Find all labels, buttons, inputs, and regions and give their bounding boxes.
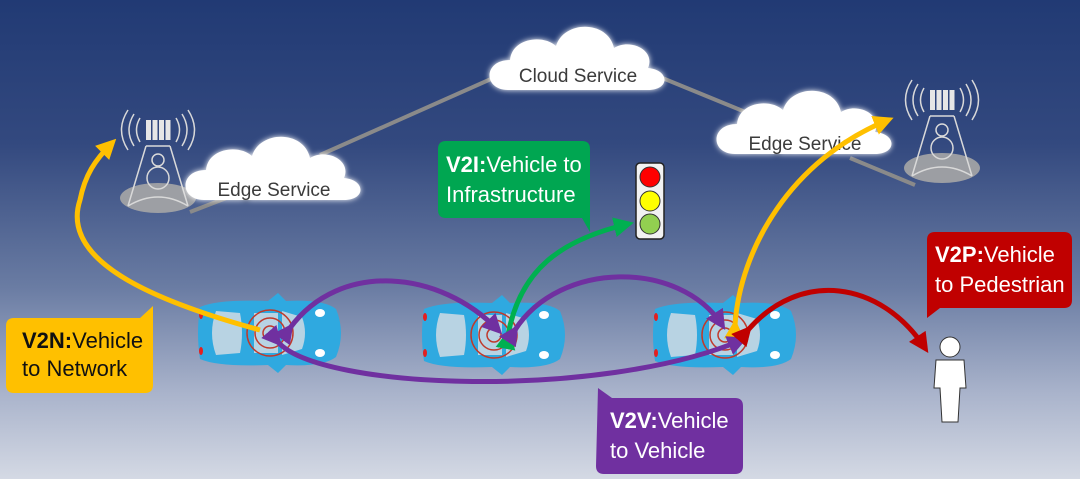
v2n-arrows: [74, 116, 894, 340]
link-cloud-edge-right: [654, 73, 761, 120]
cell-tower-icon: [903, 79, 981, 184]
v2i-bubble-line2: Infrastructure: [446, 182, 576, 207]
traffic-light-yellow: [639, 190, 661, 212]
cloud-service-label: Cloud Service: [519, 66, 637, 87]
v2n-bubble-line2: to Network: [22, 356, 128, 381]
v2v-bubble-line2: to Vehicle: [610, 438, 705, 463]
car-icon: [421, 294, 566, 376]
edge-service-left-node: Edge Service: [185, 136, 361, 201]
v2i-bubble-line1: Vehicle to: [486, 152, 581, 177]
v2v-arrows: [261, 274, 748, 385]
svg-text:V2P:Vehicle: V2P:Vehicle: [935, 242, 1055, 267]
v2p-bubble-line2: to Pedestrian: [935, 272, 1065, 297]
traffic-light-icon: [635, 162, 665, 240]
svg-text:V2V:Vehicle: V2V:Vehicle: [610, 408, 729, 433]
v2p-bubble: V2P:Vehicle to Pedestrian: [927, 232, 1072, 318]
v2n-bubble-line1: Vehicle: [72, 328, 143, 353]
v2p-bubble-code: V2P:: [935, 242, 984, 267]
v2p-bubble-line1: Vehicle: [984, 242, 1055, 267]
edge-service-right-node: Edge Service: [716, 90, 892, 155]
v2v-bubble: V2V:Vehicle to Vehicle: [596, 388, 743, 474]
v2n-bubble: V2N:Vehicle to Network: [6, 306, 153, 393]
v2v-bubble-code: V2V:: [610, 408, 658, 433]
traffic-light-green: [639, 213, 661, 235]
v2i-bubble: V2I:Vehicle to Infrastructure: [438, 141, 590, 232]
edge-service-left-label: Edge Service: [217, 180, 330, 201]
v2v-arrow-car2-car3: [499, 274, 726, 348]
v2v-arrow-car1-car2: [273, 278, 503, 346]
v2v-arrow-car1-car3: [261, 324, 748, 385]
link-edge-left-cloud: [319, 73, 501, 157]
pedestrian-icon: [933, 336, 967, 423]
v2v-bubble-line1: Vehicle: [658, 408, 729, 433]
cell-tower-icon: [119, 109, 197, 214]
svg-text:V2N:Vehicle: V2N:Vehicle: [22, 328, 143, 353]
v2n-arrow-left: [74, 138, 261, 333]
svg-text:V2I:Vehicle to: V2I:Vehicle to: [446, 152, 582, 177]
v2i-bubble-code: V2I:: [446, 152, 486, 177]
v2n-bubble-code: V2N:: [22, 328, 72, 353]
v2p-arrow: [731, 287, 929, 354]
v2n-arrow-right: [724, 116, 894, 340]
traffic-light-red: [639, 166, 661, 188]
cloud-service-node: Cloud Service: [489, 26, 665, 90]
